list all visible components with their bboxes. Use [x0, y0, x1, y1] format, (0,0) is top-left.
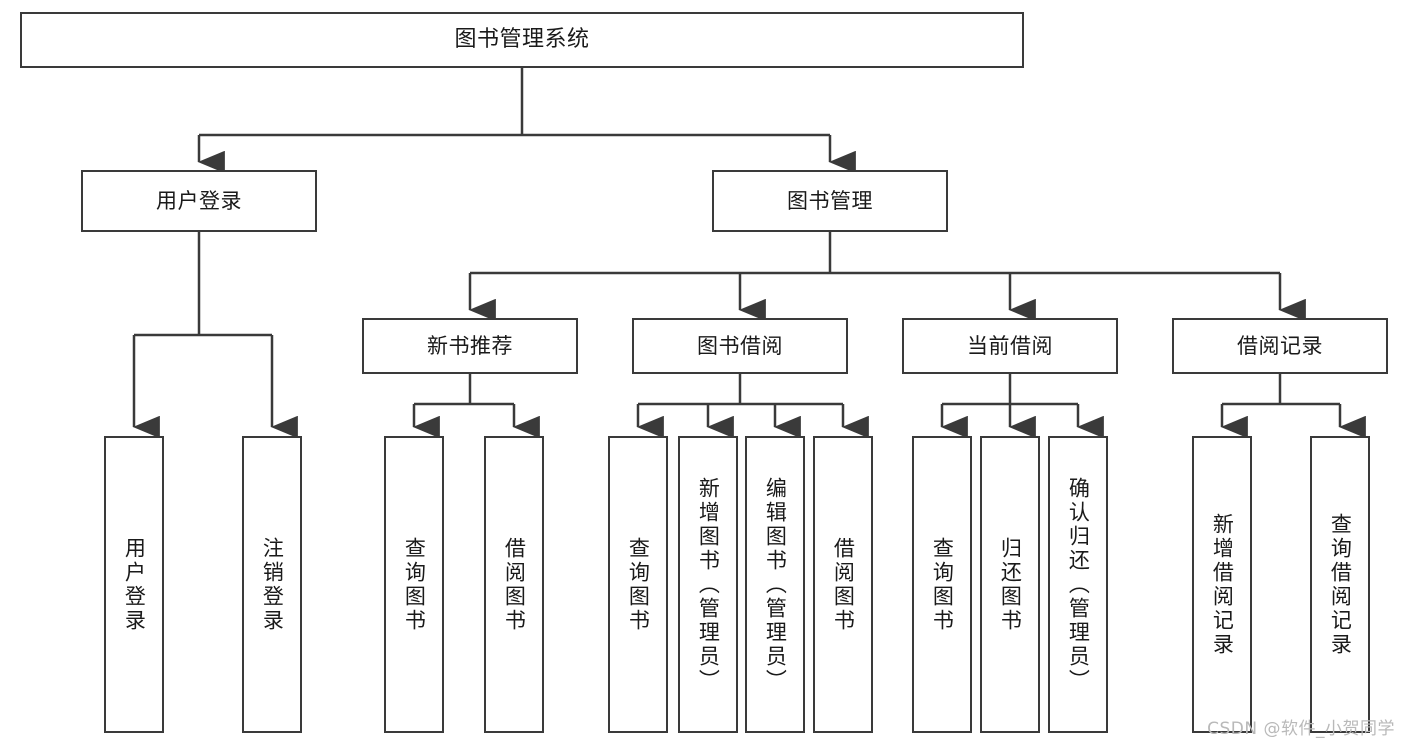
- leaf-user-login-2-label: 注销登录: [260, 536, 285, 633]
- node-borrow-record-label: 借阅记录: [1237, 333, 1323, 358]
- leaf-current-borrow-2-label: 归还图书: [998, 536, 1023, 633]
- leaf-borrow-record-1[interactable]: 新增借阅记录: [1192, 436, 1252, 733]
- leaf-borrow-record-2[interactable]: 查询借阅记录: [1310, 436, 1370, 733]
- leaf-user-login-1[interactable]: 用户登录: [104, 436, 164, 733]
- leaf-book-borrow-4[interactable]: 借阅图书: [813, 436, 873, 733]
- leaf-user-login-1-label: 用户登录: [122, 536, 147, 633]
- leaf-borrow-record-2-label: 查询借阅记录: [1328, 512, 1353, 657]
- node-book-management-label: 图书管理: [787, 188, 873, 213]
- leaf-book-borrow-3[interactable]: 编辑图书（管理员）: [745, 436, 805, 733]
- leaf-user-login-2[interactable]: 注销登录: [242, 436, 302, 733]
- node-new-book-recommend[interactable]: 新书推荐: [362, 318, 578, 374]
- leaf-book-borrow-4-label: 借阅图书: [831, 536, 856, 633]
- node-root-label: 图书管理系统: [454, 27, 590, 53]
- leaf-new-book-2[interactable]: 借阅图书: [484, 436, 544, 733]
- leaf-new-book-1-label: 查询图书: [402, 536, 427, 633]
- node-book-borrow[interactable]: 图书借阅: [632, 318, 848, 374]
- node-borrow-record[interactable]: 借阅记录: [1172, 318, 1388, 374]
- leaf-current-borrow-1-label: 查询图书: [930, 536, 955, 633]
- leaf-book-borrow-2[interactable]: 新增图书（管理员）: [678, 436, 738, 733]
- node-book-borrow-label: 图书借阅: [697, 333, 783, 358]
- leaf-new-book-1[interactable]: 查询图书: [384, 436, 444, 733]
- leaf-book-borrow-1[interactable]: 查询图书: [608, 436, 668, 733]
- leaf-new-book-2-label: 借阅图书: [502, 536, 527, 633]
- leaf-book-borrow-3-label: 编辑图书（管理员）: [763, 476, 788, 693]
- node-current-borrow-label: 当前借阅: [967, 333, 1053, 358]
- leaf-book-borrow-2-label: 新增图书（管理员）: [696, 476, 721, 693]
- node-user-login[interactable]: 用户登录: [81, 170, 317, 232]
- leaf-current-borrow-3[interactable]: 确认归还（管理员）: [1048, 436, 1108, 733]
- leaf-book-borrow-1-label: 查询图书: [626, 536, 651, 633]
- leaf-current-borrow-2[interactable]: 归还图书: [980, 436, 1040, 733]
- node-current-borrow[interactable]: 当前借阅: [902, 318, 1118, 374]
- node-new-book-recommend-label: 新书推荐: [427, 333, 513, 358]
- node-root[interactable]: 图书管理系统: [20, 12, 1024, 68]
- node-book-management[interactable]: 图书管理: [712, 170, 948, 232]
- leaf-current-borrow-1[interactable]: 查询图书: [912, 436, 972, 733]
- node-user-login-label: 用户登录: [156, 188, 242, 213]
- leaf-borrow-record-1-label: 新增借阅记录: [1210, 512, 1235, 657]
- leaf-current-borrow-3-label: 确认归还（管理员）: [1066, 476, 1091, 693]
